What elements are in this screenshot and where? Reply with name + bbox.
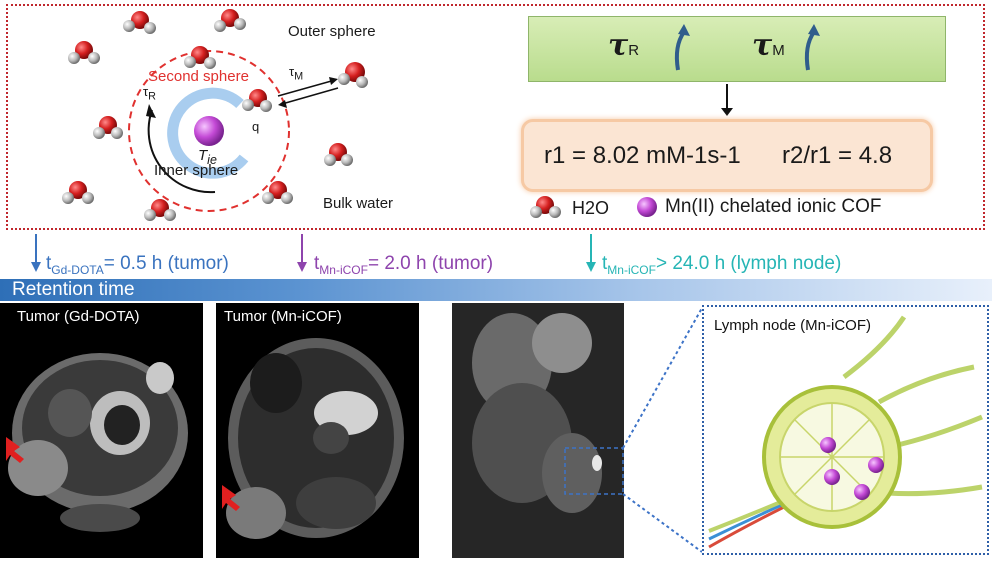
q-label: q [252,119,260,134]
mri-gd-dota-image [6,353,188,532]
tau-r-label: τR [143,84,156,103]
retention-mn-icof-lymph: tMn-iCOF> 24.0 h (lymph node) [602,253,842,277]
relaxivity-box [521,119,933,192]
mri-mn-icof-panel [216,303,419,558]
legend-water-icon [530,196,561,218]
water-molecule [214,9,246,32]
mechanism-diagram [62,9,733,221]
correlation-time-box [528,16,946,82]
lymph-node-box: Lymph node (Mn-iCOF) [702,305,989,555]
second-sphere-label: Second sphere [148,68,249,85]
legend-mn-label: Mn(II) chelated ionic COF [665,196,882,217]
mn-icof-title: Tumor (Mn-iCOF) [224,308,342,325]
retention-arrows [31,234,596,272]
mri-mn-icof-image [222,338,404,539]
legend-water-label: H2O [572,198,610,218]
tau-m-curved-arrow-icon [804,24,820,71]
t-ie-label: Tie [198,147,217,167]
exchange-arrow-in [281,87,339,105]
water-molecule [324,143,353,166]
mri-gd-dota-panel [0,303,203,558]
bulk-water-label: Bulk water [323,195,394,212]
gd-dota-title: Tumor (Gd-DOTA) [17,308,140,325]
inner-sphere-label: Inner sphere [154,162,239,179]
outer-sphere-label: Outer sphere [288,23,376,40]
tau-r-curved-arrow-icon [674,24,690,71]
inner-shell-arc [167,87,249,179]
water-molecule [184,46,216,69]
retention-gd-dota: tGd-DOTA= 0.5 h (tumor) [46,253,229,277]
tau-m-symbol: τM [752,28,785,63]
water-molecule [93,116,123,139]
retention-mn-icof-tumor: tMn-iCOF= 2.0 h (tumor) [314,253,494,277]
water-molecule [62,181,94,204]
r1-value: r1 = 8.02 mM-1s-1 [544,142,741,169]
water-molecule [68,41,100,64]
mn-ion [194,116,224,146]
retention-bar [0,279,992,301]
water-molecule [338,62,368,88]
water-molecule [123,11,156,34]
lymph-node-illustration [708,315,983,549]
rotation-arrow [147,109,216,194]
water-molecule [144,199,176,221]
mri-lymph-image [452,303,624,558]
tau-r-symbol: τR [608,28,640,63]
exchange-arrow-out [277,79,336,97]
legend-mn-icon [637,197,657,217]
mri-lymph-panel [452,303,624,558]
water-molecule [262,181,293,204]
second-sphere-boundary [128,50,290,212]
retention-time-label: Retention time [12,279,135,300]
lymph-node-title: Lymph node (Mn-iCOF) [714,317,871,334]
zoom-connector [622,307,703,553]
r2-r1-ratio: r2/r1 = 4.8 [782,142,893,169]
mechanism-frame [6,4,985,230]
tau-m-label: τM [289,64,304,83]
water-molecule [242,89,272,112]
